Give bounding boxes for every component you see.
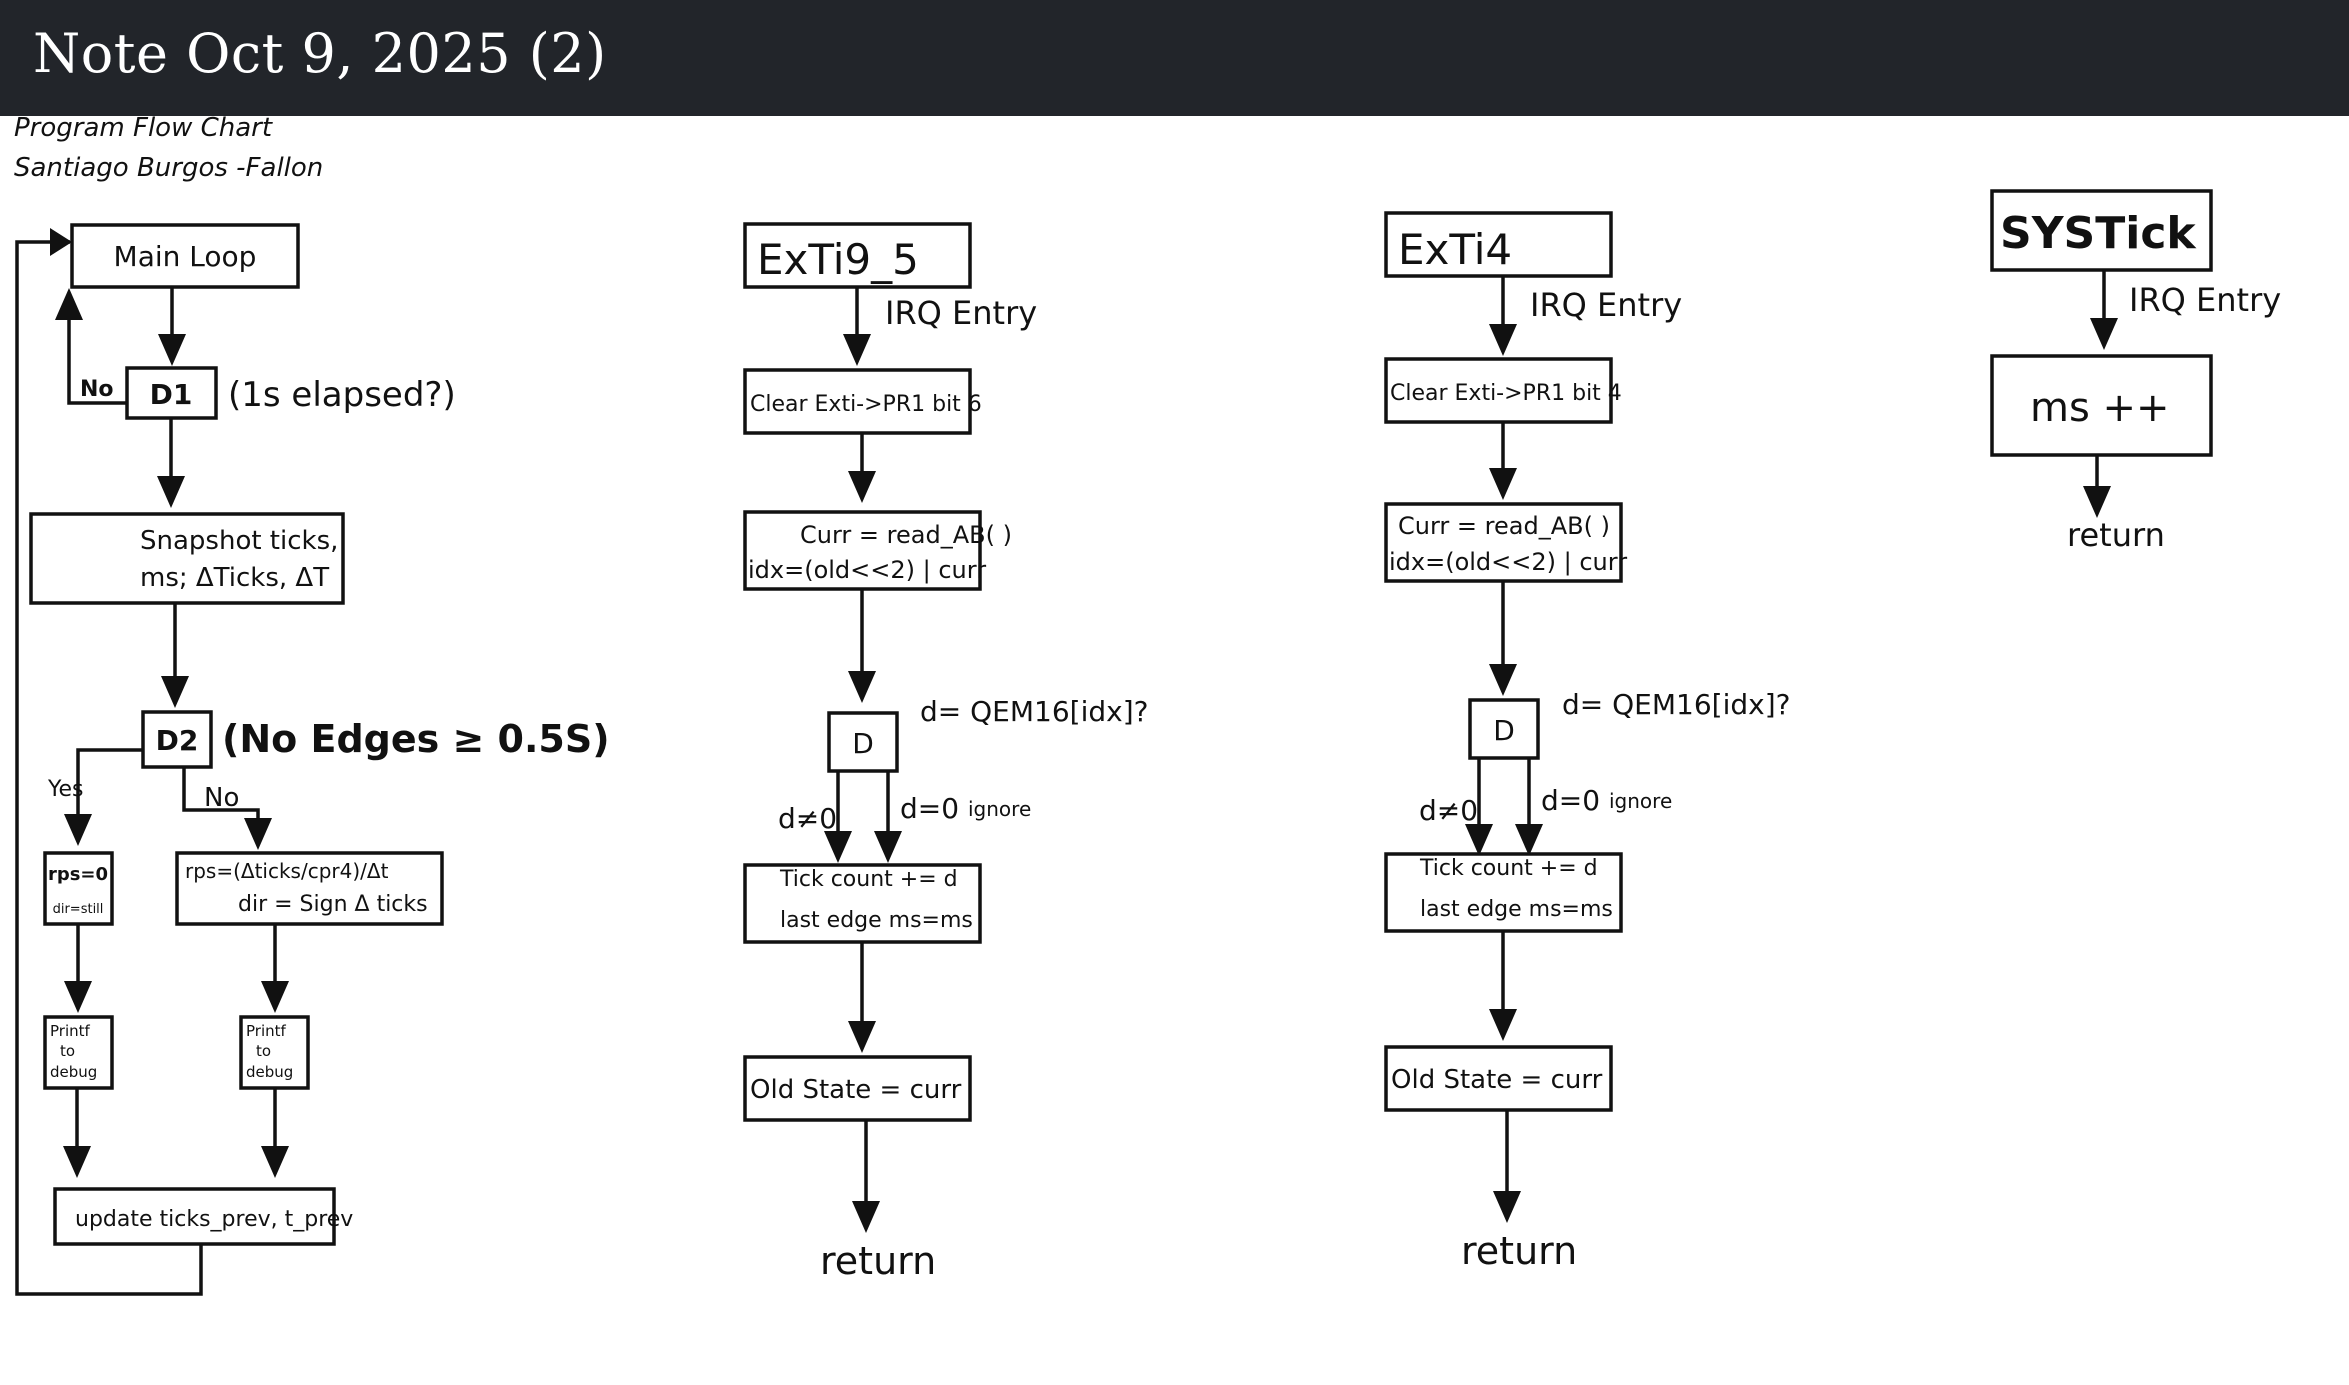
d1-label: D1 (150, 378, 193, 411)
title-bar: Note Oct 9, 2025 (2) (0, 0, 2349, 116)
author-note-name: Santiago Burgos -Fallon (14, 153, 323, 183)
exti4-d-note: d= QEM16[idx]? (1562, 688, 1790, 721)
main-loop-box (70, 223, 300, 289)
print-right-line-1: Printf (246, 1022, 287, 1040)
systick-ms-box (1990, 354, 2213, 457)
flowchart-canvas: Program Flow Chart Santiago Burgos -Fall… (14, 116, 2281, 1296)
print-left-line-2: to (60, 1042, 75, 1060)
exti9-5-old-box (743, 1055, 972, 1122)
exti4-old-box (1384, 1045, 1613, 1112)
exti9-5-d-zero-label: d=0 (900, 792, 959, 825)
exti4-title-box (1384, 211, 1613, 278)
exti9-5-d-nonzero-label: d≠0 (778, 802, 837, 835)
exti9-5-title-box (743, 222, 972, 289)
systick-title: SYSTick (2000, 208, 2197, 259)
rps-zero-box (43, 851, 114, 926)
exti9-5-tick-line-1: Tick count += d (779, 867, 958, 892)
exti9-5-irq-label: IRQ Entry (885, 294, 1037, 332)
exti4-d-zero-label: d=0 (1541, 784, 1600, 817)
systick-return: return (2067, 516, 2165, 554)
print-right-line-2: to (256, 1042, 271, 1060)
exti4-flow: ExTi4 IRQ Entry Clear Exti->PR1 bit 4 Cu… (1384, 211, 1790, 1273)
exti4-curr-line-2: idx=(old<<2) | curr (1389, 548, 1627, 576)
systick-irq-label: IRQ Entry (2129, 281, 2281, 319)
snapshot-line-1: Snapshot ticks, (140, 526, 338, 556)
systick-ms-label: ms ++ (2030, 385, 2170, 431)
d1-note: (1s elapsed?) (228, 375, 456, 415)
print-left-line-1: Printf (50, 1022, 91, 1040)
print-right-box (239, 1015, 310, 1090)
exti4-curr-line-1: Curr = read_AB( ) (1398, 512, 1610, 540)
exti4-tick-line-1: Tick count += d (1419, 856, 1598, 881)
exti4-clear-box (1384, 357, 1613, 424)
note-title: Note Oct 9, 2025 (2) (33, 22, 607, 85)
exti9-5-curr-line-2: idx=(old<<2) | curr (748, 556, 986, 584)
exti4-clear-label: Clear Exti->PR1 bit 4 (1390, 381, 1622, 406)
exti9-5-tick-line-2: last edge ms=ms (780, 908, 973, 933)
exti9-5-old-label: Old State = curr (750, 1075, 962, 1105)
d2-yes-label: Yes (47, 777, 84, 802)
rps-calc-line-2: dir = Sign Δ ticks (238, 892, 428, 917)
exti9-5-return: return (820, 1239, 936, 1283)
exti4-tick-box (1384, 852, 1623, 933)
main-loop-label: Main Loop (114, 240, 257, 273)
exti4-d-label: D (1493, 714, 1515, 747)
rps-zero-line-2: dir=still (53, 902, 104, 917)
exti9-5-ignore-label: ignore (968, 797, 1031, 821)
exti9-5-tick-box (743, 863, 982, 944)
main-loop-flow: Main Loop D1 (1s elapsed?) No Snapshot t… (15, 223, 610, 1296)
exti4-return: return (1461, 1229, 1577, 1273)
exti4-d-box (1468, 698, 1540, 760)
exti9-5-clear-label: Clear Exti->PR1 bit 6 (750, 392, 982, 417)
rps-zero-line-1: rps=0 (48, 864, 108, 885)
exti9-5-clear-box (743, 368, 972, 435)
exti9-5-d-box (827, 711, 899, 773)
exti9-5-curr-line-1: Curr = read_AB( ) (800, 521, 1012, 549)
author-note-title: Program Flow Chart (14, 116, 273, 143)
rps-calc-box (175, 851, 444, 926)
snapshot-line-2: ms; ΔTicks, ΔT (140, 563, 329, 593)
print-left-box (43, 1015, 114, 1090)
exti4-irq-label: IRQ Entry (1530, 286, 1682, 324)
exti4-ignore-label: ignore (1609, 789, 1672, 813)
systick-title-box (1990, 189, 2213, 272)
exti4-d-nonzero-label: d≠0 (1419, 794, 1478, 827)
d2-label: D2 (156, 724, 199, 757)
d2-note: (No Edges ≥ 0.5S) (222, 717, 610, 761)
rps-calc-line-1: rps=(Δticks/cpr4)/Δt (185, 859, 389, 883)
exti9-5-title: ExTi9_5 (757, 235, 919, 284)
exti9-5-d-note: d= QEM16[idx]? (920, 695, 1148, 728)
systick-flow: SYSTick IRQ Entry ms ++ return (1990, 189, 2281, 554)
exti4-title: ExTi4 (1398, 225, 1512, 274)
d2-no-label: No (204, 783, 239, 813)
d2-box (141, 710, 213, 769)
exti4-old-label: Old State = curr (1391, 1065, 1603, 1095)
exti9-5-flow: ExTi9_5 IRQ Entry Clear Exti->PR1 bit 6 … (743, 222, 1148, 1283)
loop-back-line (15, 240, 203, 1296)
d1-box (125, 366, 218, 420)
print-right-line-3: debug (246, 1063, 293, 1081)
update-box (53, 1187, 336, 1246)
author-note: Program Flow Chart Santiago Burgos -Fall… (14, 116, 323, 183)
loop-back-arrowhead (50, 228, 72, 256)
snapshot-box (29, 512, 345, 605)
print-left-line-3: debug (50, 1063, 97, 1081)
exti9-5-d-label: D (852, 727, 874, 760)
exti9-5-curr-box (743, 510, 982, 591)
update-label: update ticks_prev, t_prev (75, 1207, 353, 1232)
exti4-tick-line-2: last edge ms=ms (1420, 897, 1613, 922)
d1-no-label: No (80, 377, 114, 402)
